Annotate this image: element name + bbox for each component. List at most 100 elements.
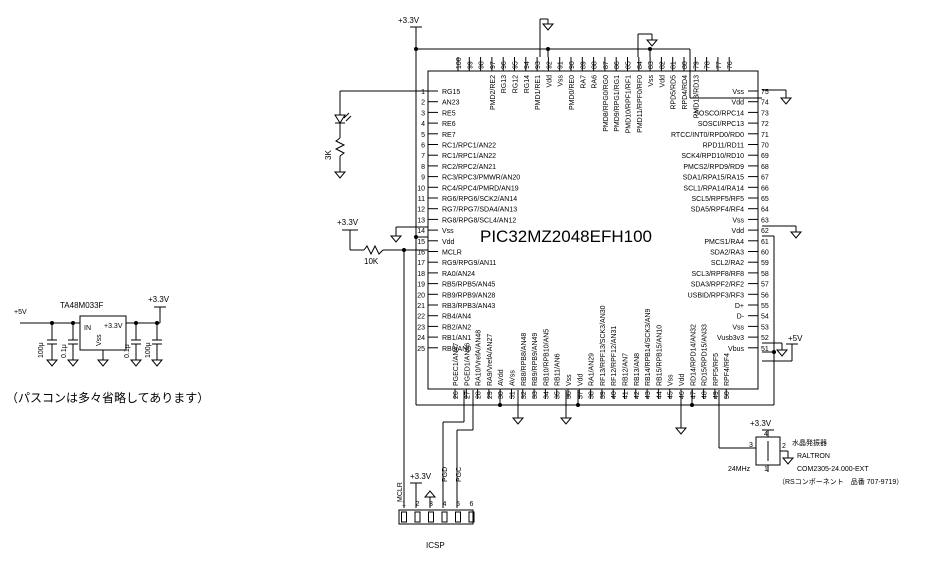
- regulator-body: [79, 315, 127, 351]
- top-pin-label: RG14: [524, 75, 531, 93]
- top-pin-number: 81: [671, 61, 678, 69]
- top-pin-label: RA7: [580, 75, 587, 89]
- top-pin-label: Vss: [648, 75, 655, 87]
- top-pin-number: 76: [727, 61, 734, 69]
- icsp-mclr-label: MCLR: [397, 482, 404, 502]
- left-pin-number: 22: [417, 314, 425, 321]
- right-pin-number: 63: [761, 217, 769, 224]
- left-pin-label: RE5: [442, 110, 456, 117]
- osc-p1: 1: [764, 466, 768, 473]
- top-pin-number: 93: [535, 61, 542, 69]
- right-pin-number: 54: [761, 314, 769, 321]
- bottom-pin-label: RA1/AN29: [589, 353, 596, 386]
- bottom-pin-number: 30: [498, 391, 505, 399]
- right-pin-number: 65: [761, 196, 769, 203]
- right-pin-number: 72: [761, 121, 769, 128]
- top-pin-number: 89: [580, 61, 587, 69]
- r-led-label: 3K: [324, 150, 333, 160]
- right-pin-number: 59: [761, 260, 769, 267]
- top-pin-number: 88: [592, 61, 599, 69]
- left-pin-number: 2: [421, 100, 425, 107]
- bottom-pin-label: Vss: [668, 374, 675, 386]
- top-pin-label: PMD1/RE1: [535, 75, 542, 110]
- left-pin-label: Vdd: [442, 239, 455, 246]
- bottom-pin-label: RPF4/RF4: [724, 353, 731, 386]
- right-pin-number: 53: [761, 324, 769, 331]
- bottom-pin-number: 32: [521, 391, 528, 399]
- right-pin-number: 57: [761, 282, 769, 289]
- icsp-pin: [468, 511, 475, 523]
- left-pin-number: 8: [421, 164, 425, 171]
- bottom-pin-label: RB10/RPB10/AN5: [543, 329, 550, 386]
- icsp-pin-number: 2: [416, 501, 420, 508]
- osc-p2: 2: [782, 443, 786, 450]
- bottom-pin-label: Vdd: [679, 373, 686, 386]
- right-pin-number: 56: [761, 292, 769, 299]
- right-pin-label: SCL5/RPF5/RF5: [691, 196, 744, 203]
- osc-title: 水晶発振器: [792, 438, 827, 447]
- left-pin-number: 21: [417, 303, 425, 310]
- left-pin-label: RC3/RPC3/PMWR/AN20: [442, 175, 520, 182]
- left-pin-label: RG7/RPG7/SDA4/AN13: [442, 207, 517, 214]
- top-pin-number: 91: [558, 61, 565, 69]
- top-pin-number: 85: [626, 61, 633, 69]
- left-pin-number: 9: [421, 175, 425, 182]
- top-pin-number: 94: [524, 61, 531, 69]
- left-pin-label: Vss: [442, 228, 454, 235]
- bottom-pin-label: RB15/RPB15/AN10: [656, 325, 663, 386]
- bottom-pin-label: RPF5/RF5: [713, 353, 720, 386]
- bottom-pin-number: 47: [690, 391, 697, 399]
- top-pin-number: 82: [659, 61, 666, 69]
- left-pin-number: 20: [417, 292, 425, 299]
- icsp-pgc-label: PGC: [456, 467, 463, 482]
- bottom-pin-number: 44: [656, 391, 663, 399]
- right-pin-label: SOSCI/RPC13: [698, 121, 744, 128]
- bottom-pin-label: RA9/VrefA/AN27: [487, 334, 494, 386]
- bottom-pin-number: 31: [510, 391, 517, 399]
- bottom-pin-number: 50: [724, 391, 731, 399]
- top-pin-number: 90: [569, 61, 576, 69]
- bottom-pin-label: RB12/AN7: [623, 353, 630, 386]
- bottom-pin-label: RB13/AN8: [634, 353, 641, 386]
- left-pin-label: MCLR: [442, 250, 462, 257]
- left-pin-number: 4: [421, 121, 425, 128]
- bottom-pin-label: PGEC1/AN47: [453, 343, 460, 386]
- left-pin-number: 11: [418, 196, 425, 203]
- cap01-left: 0.1μ: [61, 344, 68, 358]
- left-pin-label: RB4/AN4: [442, 314, 471, 321]
- icsp-pin: [455, 511, 461, 523]
- left-pin-label: RA0/AN24: [442, 271, 475, 278]
- v33-mclr-label: +3.3V: [337, 218, 359, 227]
- left-pin-label: RC1/RPC1/AN22: [442, 143, 496, 150]
- left-pin-number: 19: [417, 282, 425, 289]
- top-pin-label: PMD9/RPG1/RG1: [614, 75, 621, 132]
- left-pin-label: RB3/RPB3/AN43: [442, 303, 495, 310]
- icsp-pin: [414, 511, 421, 523]
- top-pin-number: 96: [501, 61, 508, 69]
- right-pin-label: SOSCO/RPC14: [694, 110, 744, 117]
- bottom-pin-label: AVss: [510, 370, 517, 386]
- left-pin-label: RB1/AN1: [442, 335, 471, 342]
- bottom-pin-number: 45: [668, 391, 675, 399]
- bottom-pin-group: 26PGEC1/AN4727PGED1/AN4628RA10/VrefA/AN4…: [453, 305, 731, 399]
- icsp-pin: [441, 511, 448, 523]
- icsp-connector: [398, 509, 474, 525]
- reg-vin-label: +5V: [14, 309, 27, 316]
- osc-freq: 24MHz: [728, 466, 751, 473]
- left-pin-label: RG15: [442, 89, 460, 96]
- reg-out: +3.3V: [104, 323, 123, 330]
- r-mclr-label: 10K: [364, 257, 379, 266]
- osc-v33-label: +3.3V: [750, 419, 772, 428]
- left-pin-label: RC1/RPC1/AN22: [442, 153, 496, 160]
- top-pin-label: PMD8/RPG0/RG0: [603, 75, 610, 132]
- bottom-pin-label: RF12/RPF12/AN31: [611, 326, 618, 386]
- top-pin-label: RA6: [592, 75, 599, 89]
- right-pin-number: 67: [761, 175, 769, 182]
- left-pin-number: 23: [417, 324, 425, 331]
- right-pin-number: 60: [761, 250, 769, 257]
- right-pin-number: 71: [761, 132, 769, 139]
- bottom-pin-number: 35: [555, 391, 562, 399]
- bottom-pin-number: 38: [589, 391, 596, 399]
